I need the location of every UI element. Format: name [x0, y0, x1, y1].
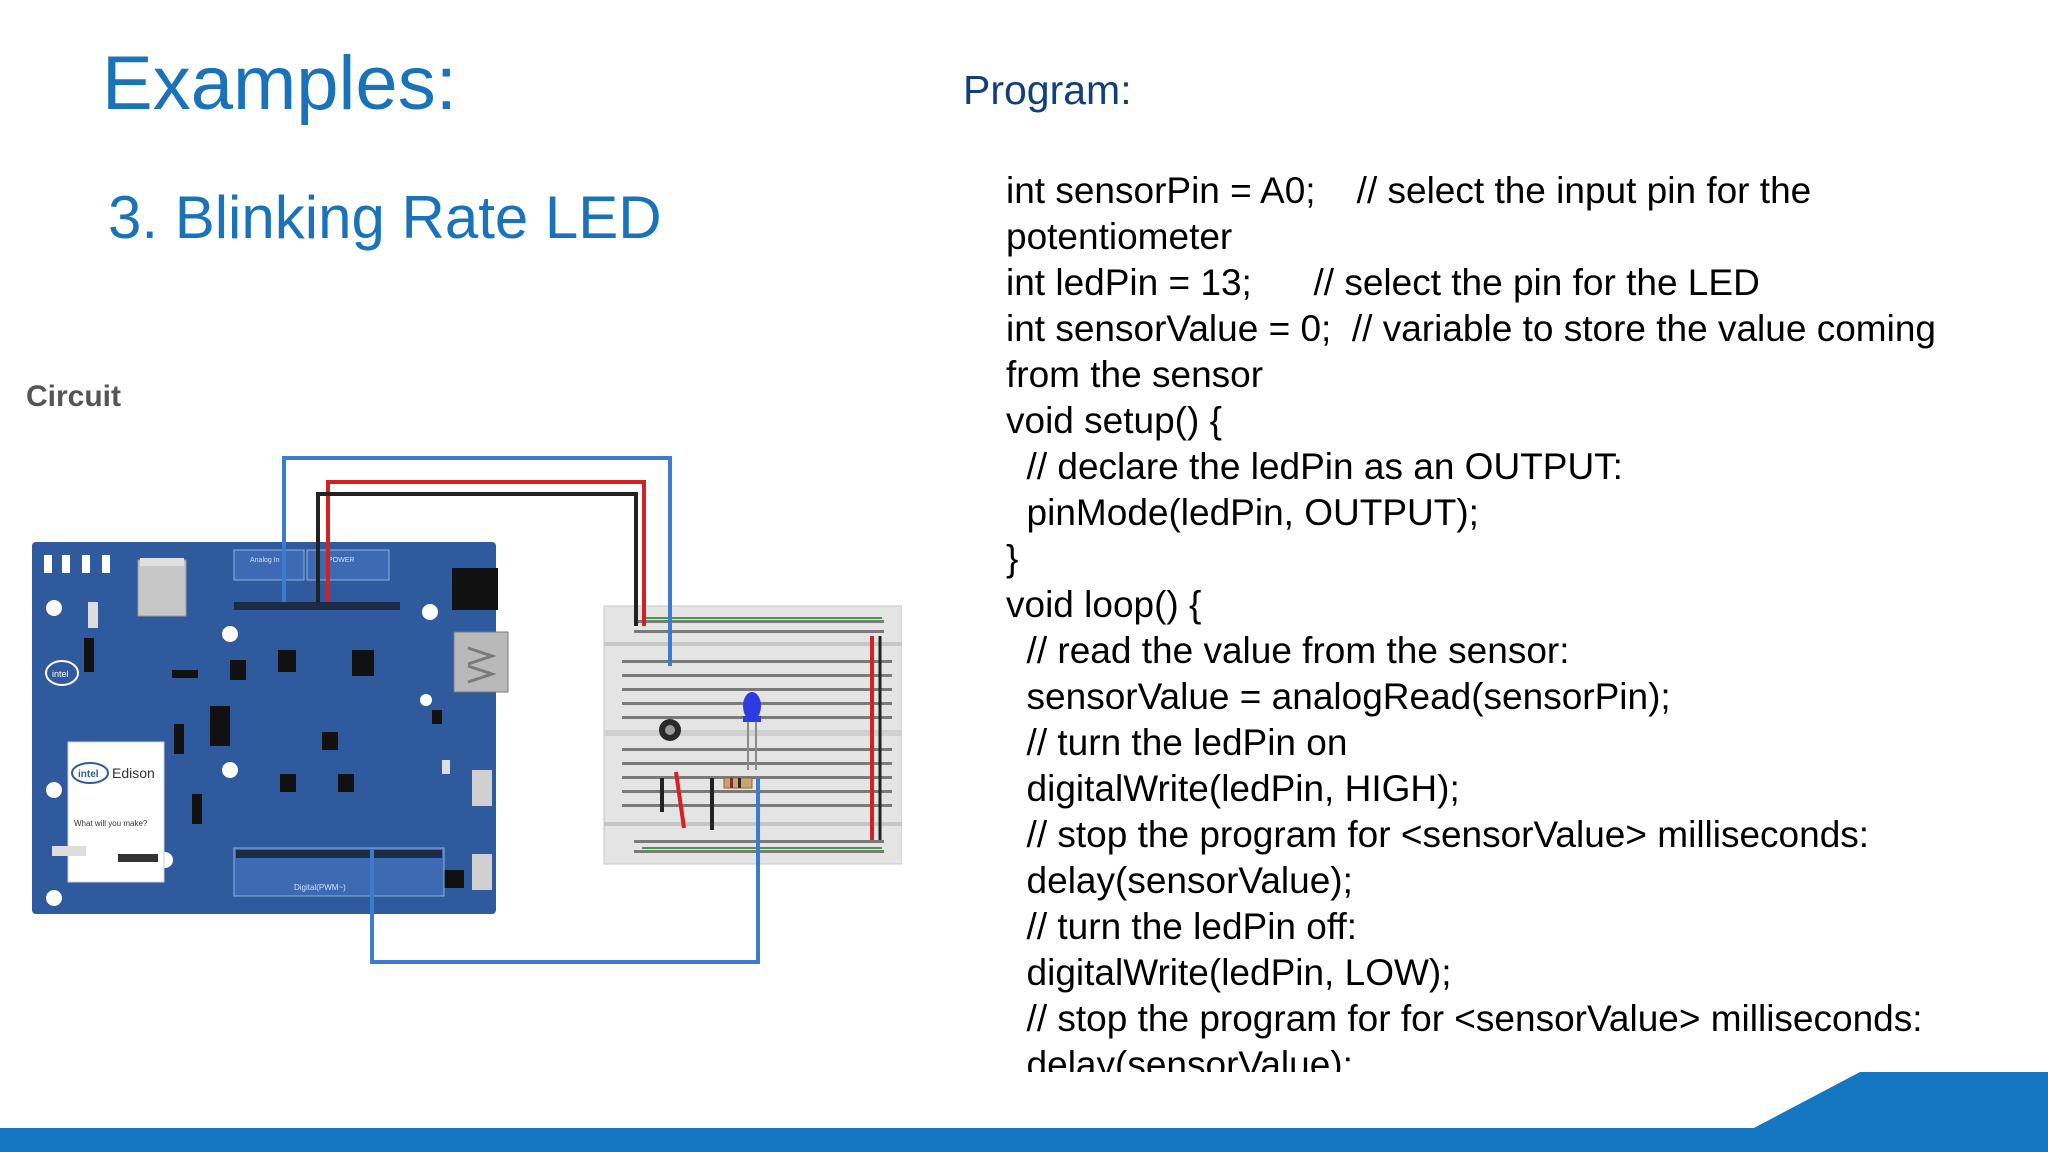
- intel-logo-icon: [45, 660, 79, 686]
- code-line: int sensorValue = 0; // variable to stor…: [1006, 308, 1936, 349]
- slide-subtitle: 3. Blinking Rate LED: [108, 184, 662, 251]
- circuit-diagram: Circuit Analog In POWER: [26, 380, 902, 964]
- code-line: // turn the ledPin on: [1006, 722, 1348, 763]
- code-line: void loop() {: [1006, 584, 1202, 625]
- label-digital: Digital(PWM~): [294, 883, 346, 892]
- code-line: potentiometer: [1006, 216, 1233, 257]
- code-line: int ledPin = 13; // select the pin for t…: [1006, 262, 1760, 303]
- board-brand-small: intel: [52, 669, 69, 679]
- code-line: // declare the ledPin as an OUTPUT:: [1006, 446, 1623, 487]
- wire-blue-bottom: [370, 778, 760, 964]
- module-product: Edison: [112, 765, 155, 781]
- label-power: POWER: [328, 557, 354, 564]
- code-line: delay(sensorValue);: [1006, 860, 1353, 901]
- code-line: digitalWrite(ledPin, HIGH);: [1006, 768, 1460, 809]
- code-line: pinMode(ledPin, OUTPUT);: [1006, 492, 1479, 533]
- code-line: // stop the program for <sensorValue> mi…: [1006, 814, 1870, 855]
- code-line: sensorValue = analogRead(sensorPin);: [1006, 676, 1671, 717]
- code-line: // turn the ledPin off:: [1006, 906, 1358, 947]
- breadboard: [603, 605, 902, 865]
- label-analog: Analog In: [250, 557, 280, 564]
- code-line: delay(sensorValue);: [1006, 1044, 1353, 1072]
- wire-black: [316, 492, 638, 626]
- code-line: void setup() {: [1006, 400, 1222, 441]
- wire-red: [326, 480, 646, 626]
- slide-title: Examples:: [102, 41, 457, 126]
- edison-board: Analog In POWER: [32, 542, 509, 914]
- code-line: // stop the program for for <sensorValue…: [1006, 998, 1923, 1039]
- code-line: }: [1006, 538, 1019, 579]
- code-line: digitalWrite(ledPin, LOW);: [1006, 952, 1452, 993]
- module-tagline: What will you make?: [74, 819, 148, 828]
- footer-band: [0, 1072, 2048, 1152]
- program-label: Program:: [963, 67, 1132, 113]
- module-brand: intel: [78, 769, 99, 780]
- circuit-label: Circuit: [26, 380, 121, 413]
- code-line: from the sensor: [1006, 354, 1264, 395]
- code-line: int sensorPin = A0; // select the input …: [1006, 170, 1812, 211]
- blue-led-icon: [743, 692, 761, 720]
- wire-blue-top: [282, 456, 672, 666]
- code-block: int sensorPin = A0; // select the input …: [1006, 168, 2016, 1072]
- code-line: // read the value from the sensor:: [1006, 630, 1570, 671]
